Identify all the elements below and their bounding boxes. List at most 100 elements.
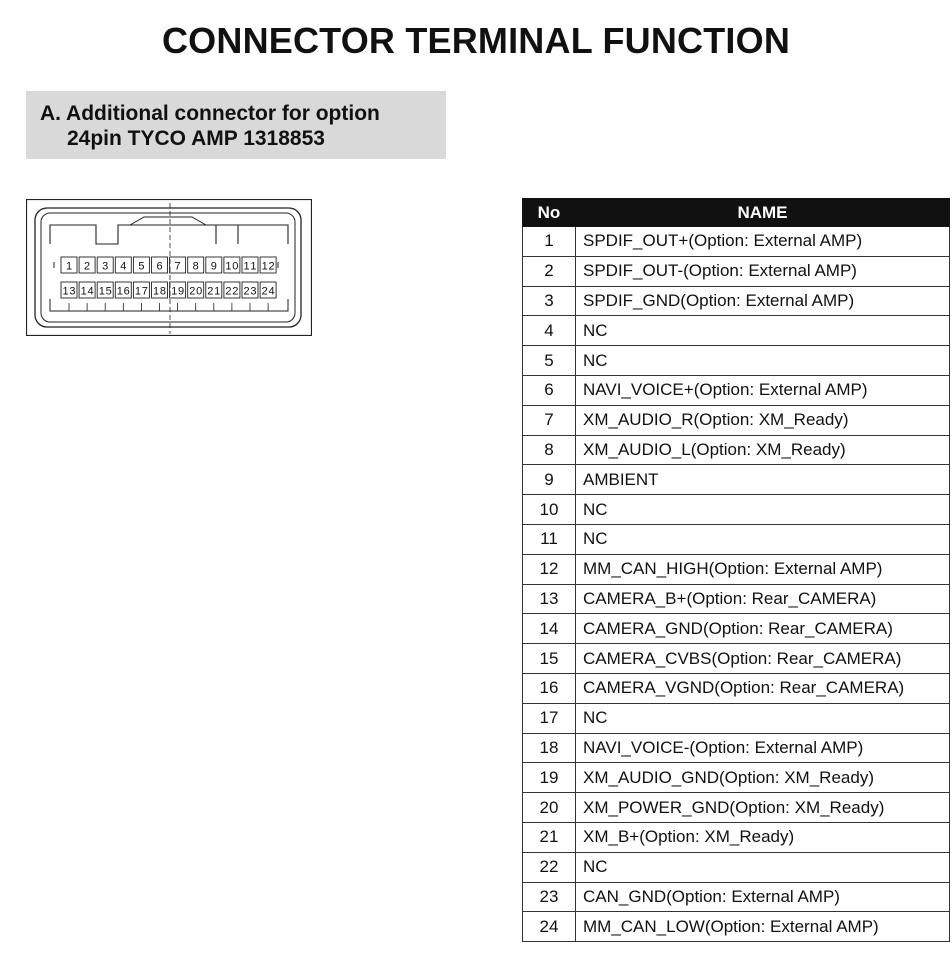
connector-pin-label: 4 [120, 261, 126, 273]
connector-bottom-rail [49, 299, 289, 312]
pin-name-cell: NC [575, 702, 950, 734]
connector-pin-cell [114, 256, 132, 274]
connector-pin-cell [205, 256, 223, 274]
section-heading: A. Additional connector for option [40, 102, 380, 125]
pin-number-cell: 18 [522, 732, 576, 764]
connector-pin-label: 1 [66, 261, 72, 273]
connector-pin-cell [151, 256, 168, 274]
pin-name-cell: CAN_GND(Option: External AMP) [575, 881, 950, 913]
pin-name-cell: NC [575, 523, 950, 555]
pin-name-cell: NAVI_VOICE+(Option: External AMP) [575, 374, 950, 406]
connector-pin-cell [60, 256, 78, 274]
column-header-name: NAME [575, 198, 950, 227]
connector-pin-cell [205, 281, 223, 299]
connector-pin-label: 15 [99, 286, 112, 298]
connector-pin-cell [187, 256, 205, 274]
table-header-row: No NAME [522, 198, 950, 227]
pin-name-cell: MM_CAN_LOW(Option: External AMP) [575, 911, 950, 943]
pin-number-cell: 15 [522, 643, 576, 674]
connector-pin-label: 8 [193, 261, 199, 273]
pin-number-cell: 9 [522, 464, 576, 496]
connector-pin-label: 7 [175, 261, 181, 273]
pin-name-cell: XM_POWER_GND(Option: XM_Ready) [575, 792, 950, 823]
connector-pin-cell [241, 256, 259, 274]
pin-number-cell: 14 [522, 613, 576, 645]
connector-pin-cell [223, 256, 241, 274]
pin-name-cell: XM_AUDIO_L(Option: XM_Ready) [575, 434, 950, 466]
pin-number-cell: 3 [522, 285, 576, 317]
pin-name-cell: XM_B+(Option: XM_Ready) [575, 821, 950, 853]
pin-number-cell: 11 [522, 523, 576, 555]
connector-inner-wall [40, 212, 296, 323]
connector-pin-cell [132, 281, 150, 299]
pin-name-cell: SPDIF_GND(Option: External AMP) [575, 285, 950, 317]
connector-pin-cell [151, 281, 168, 299]
pin-name-cell: CAMERA_VGND(Option: Rear_CAMERA) [575, 672, 950, 704]
connector-pin-cell [259, 281, 277, 299]
pin-name-cell: NC [575, 315, 950, 347]
connector-pin-label: 18 [153, 286, 166, 298]
pin-name-cell: MM_CAN_HIGH(Option: External AMP) [575, 553, 950, 585]
pin-number-cell: 21 [522, 821, 576, 853]
connector-pin-cell [78, 281, 96, 299]
pin-name-cell: NAVI_VOICE-(Option: External AMP) [575, 732, 950, 764]
pin-number-cell: 6 [522, 374, 576, 406]
pin-number-cell: 24 [522, 911, 576, 943]
column-header-no: No [522, 198, 576, 227]
connector-pin-label: 9 [211, 261, 217, 273]
pin-number-cell: 12 [522, 553, 576, 585]
connector-pin-cell [241, 281, 259, 299]
connector-pin-label: 14 [81, 286, 94, 298]
connector-pin-label: 16 [117, 286, 130, 298]
pin-number-cell: 4 [522, 315, 576, 347]
connector-pin-cell [132, 256, 150, 274]
connector-pin-label: 19 [171, 286, 184, 298]
pin-number-cell: 23 [522, 881, 576, 913]
pin-number-cell: 17 [522, 702, 576, 734]
connector-pin-cell [114, 281, 132, 299]
connector-pin-cell [78, 256, 96, 274]
connector-pin-label: 12 [262, 261, 275, 273]
connector-pin-label: 3 [102, 261, 108, 273]
page-title: CONNECTOR TERMINAL FUNCTION [161, 20, 791, 61]
connector-key-profile-right [215, 224, 239, 244]
connector-pin-label: 23 [244, 286, 257, 298]
pin-name-cell: SPDIF_OUT+(Option: External AMP) [575, 226, 950, 257]
pin-name-cell: CAMERA_CVBS(Option: Rear_CAMERA) [575, 643, 950, 674]
pin-name-cell: CAMERA_B+(Option: Rear_CAMERA) [575, 583, 950, 615]
pin-number-cell: 13 [522, 583, 576, 615]
connector-pin-cell [223, 281, 241, 299]
section-heading-box: A. Additional connector for option 24pin… [26, 91, 446, 159]
pin-name-cell: NC [575, 494, 950, 525]
connector-part-number: 24pin TYCO AMP 1318853 [67, 127, 325, 150]
pin-number-cell: 16 [522, 672, 576, 704]
pin-number-cell: 19 [522, 762, 576, 794]
pin-number-cell: 7 [522, 404, 576, 436]
connector-pin-label: 11 [244, 261, 257, 273]
connector-pin-cell [60, 281, 78, 299]
pin-name-cell: NC [575, 851, 950, 883]
pin-number-cell: 5 [522, 345, 576, 376]
connector-pin-label: 5 [138, 261, 144, 273]
connector-latch [129, 216, 207, 226]
pin-number-cell: 20 [522, 792, 576, 823]
connector-pin-label: 2 [84, 261, 90, 273]
